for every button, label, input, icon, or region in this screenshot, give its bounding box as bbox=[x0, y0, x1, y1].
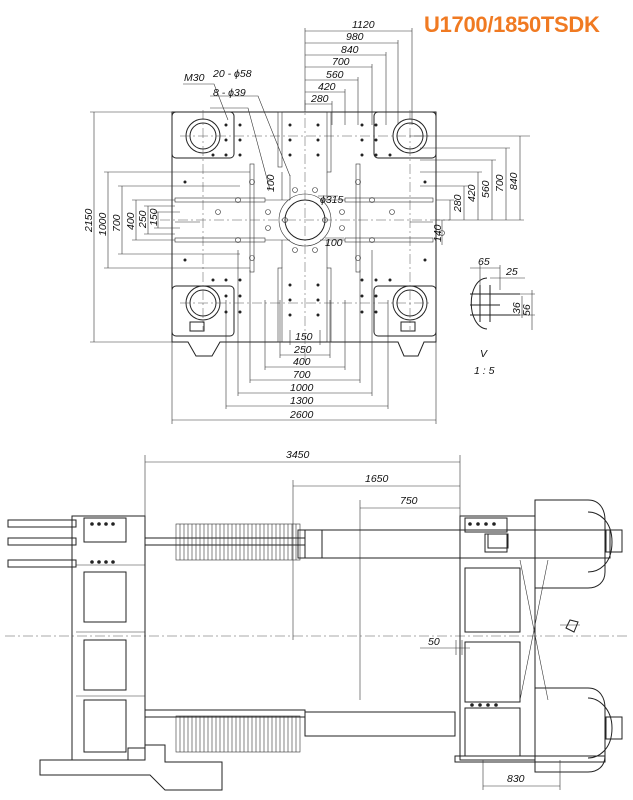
dim-top-4: 700 bbox=[332, 56, 350, 68]
moving-platen bbox=[459, 515, 536, 761]
tie-bar-top-right bbox=[304, 529, 611, 559]
dim-right-560: 560 bbox=[480, 180, 492, 198]
dim-left-2150: 2150 bbox=[83, 208, 95, 233]
base-foot bbox=[39, 744, 223, 791]
dim-left-250: 250 bbox=[137, 210, 149, 229]
left-dimensions: 2150 1000 700 400 250 150 bbox=[83, 111, 250, 343]
dim-right-840: 840 bbox=[508, 172, 520, 190]
dim-top-5: 560 bbox=[326, 69, 344, 81]
dim-side-1650: 1650 bbox=[365, 473, 389, 485]
model-title: U1700/1850TSDK bbox=[424, 12, 600, 37]
dim-left-400: 400 bbox=[125, 212, 137, 230]
label-100-a: 100 bbox=[265, 174, 277, 192]
side-view bbox=[5, 499, 628, 791]
side-dimensions: 3450 1650 750 50 830 bbox=[144, 449, 561, 790]
right-dimensions: 840 700 560 420 280 140 bbox=[410, 135, 530, 245]
detail-dim-65: 65 bbox=[478, 256, 490, 268]
lug-right bbox=[400, 321, 416, 332]
tie-bar-boss-tr bbox=[373, 111, 437, 159]
dim-top-1: 1120 bbox=[352, 19, 375, 31]
dim-left-700: 700 bbox=[111, 214, 123, 232]
dim-bottom-150: 150 bbox=[295, 331, 313, 343]
bolt-holes bbox=[183, 123, 427, 317]
fixed-platen bbox=[71, 515, 146, 761]
clamp-cylinder-bottom bbox=[534, 687, 606, 773]
dim-side-3450: 3450 bbox=[286, 449, 310, 461]
label-100-b: 100 bbox=[325, 237, 343, 249]
detail-dim-56: 56 bbox=[521, 304, 533, 316]
dim-top-2: 980 bbox=[346, 31, 364, 43]
ejector-rod-3 bbox=[7, 559, 77, 568]
dim-right-420: 420 bbox=[466, 184, 478, 202]
ejector-rod-2 bbox=[7, 537, 77, 546]
dim-left-150: 150 bbox=[148, 208, 160, 226]
t-slots bbox=[174, 111, 434, 343]
tie-bar-top bbox=[144, 537, 306, 546]
dim-side-50: 50 bbox=[428, 636, 440, 648]
dim-top-7: 280 bbox=[310, 93, 329, 105]
bottom-dimensions: 150 250 400 700 1000 1300 2600 bbox=[171, 250, 437, 424]
label-center-hole: ϕ315 bbox=[320, 194, 344, 206]
detail-scale: 1 : 5 bbox=[474, 365, 495, 377]
label-8-39: 8 - ϕ39 bbox=[213, 87, 246, 99]
ejector-rod-1 bbox=[7, 519, 77, 528]
dim-left-1000: 1000 bbox=[97, 212, 109, 236]
dim-side-750: 750 bbox=[400, 495, 418, 507]
lug-left bbox=[189, 321, 205, 332]
detail-dim-25: 25 bbox=[505, 266, 518, 278]
dim-top-6: 420 bbox=[318, 81, 336, 93]
tie-bar-boss-br bbox=[373, 285, 437, 337]
dim-bottom-700: 700 bbox=[293, 369, 311, 381]
detail-name: V bbox=[480, 348, 488, 360]
bellows-top bbox=[175, 523, 301, 561]
dim-bottom-2600: 2600 bbox=[289, 409, 314, 421]
dim-bottom-1300: 1300 bbox=[290, 395, 314, 407]
top-dimensions: 1120 980 840 700 560 420 280 bbox=[304, 19, 413, 125]
platen-outline bbox=[171, 111, 437, 357]
detail-v: 65 25 36 56 V 1 : 5 bbox=[470, 256, 535, 377]
bellows-bottom bbox=[175, 715, 301, 753]
dim-bottom-400: 400 bbox=[293, 356, 311, 368]
dim-right-280: 280 bbox=[452, 194, 464, 213]
leader-39 bbox=[210, 107, 271, 191]
dim-bottom-1000: 1000 bbox=[290, 382, 314, 394]
label-20-58: 20 - ϕ58 bbox=[212, 68, 252, 80]
dim-right-140: 140 bbox=[432, 224, 444, 242]
platen-front-view bbox=[160, 83, 450, 360]
label-m30: M30 bbox=[184, 72, 205, 84]
dim-right-700: 700 bbox=[494, 174, 506, 192]
mounting-holes-58 bbox=[215, 179, 445, 261]
dim-side-830: 830 bbox=[507, 773, 525, 785]
detail-dim-36: 36 bbox=[511, 302, 523, 314]
dim-bottom-250: 250 bbox=[293, 344, 312, 356]
clamp-cylinder-top bbox=[534, 499, 606, 589]
dim-top-3: 840 bbox=[341, 44, 359, 56]
leader-58 bbox=[210, 95, 291, 177]
